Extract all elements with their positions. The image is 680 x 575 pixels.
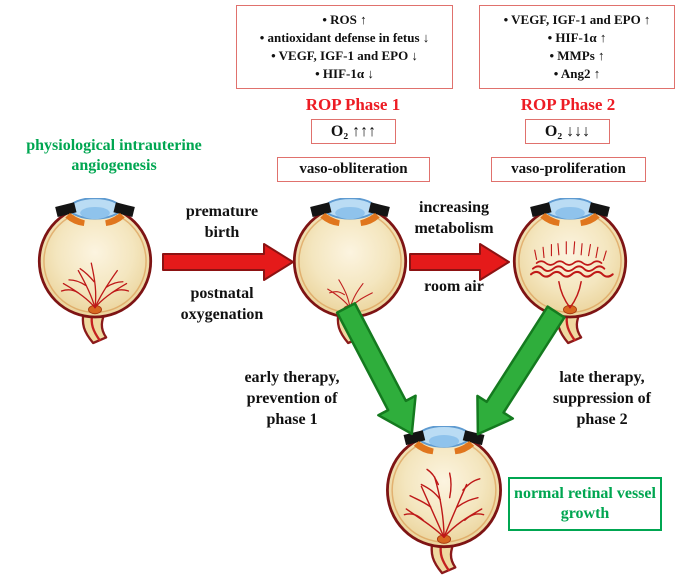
intrauterine-angiogenesis-label: physiological intrauterine angiogenesis — [26, 137, 202, 174]
eye-intrauterine-illustration — [37, 198, 153, 345]
eye-vaso-proliferation-illustration — [512, 198, 628, 345]
oxygen-high-box: O₂ ↑↑↑ — [311, 119, 396, 144]
oxygen-low-box: O₂ ↓↓↓ — [525, 119, 610, 144]
rop-phase1-heading: ROP Phase 1 — [305, 95, 401, 114]
factor-item: MMPs ↑ — [483, 47, 671, 65]
red-arrow-room-air-icon — [409, 243, 510, 281]
phase2-factors-box: VEGF, IGF-1 and EPO ↑ HIF-1α ↑ MMPs ↑ An… — [479, 5, 675, 89]
factor-item: HIF-1α ↑ — [483, 29, 671, 47]
factor-item: antioxidant defense in fetus ↓ — [240, 29, 449, 47]
rop-phase2-heading: ROP Phase 2 — [520, 95, 616, 114]
factor-item: VEGF, IGF-1 and EPO ↓ — [240, 47, 449, 65]
normal-vessel-growth-box: normal retinal vessel growth — [508, 477, 662, 531]
room-air-label: room air — [424, 278, 484, 295]
red-arrow-premature-birth-icon — [162, 243, 294, 281]
phase1-factors-box: ROS ↑ antioxidant defense in fetus ↓ VEG… — [236, 5, 453, 89]
vaso-obliteration-box: vaso-obliteration — [277, 157, 430, 182]
late-therapy-label: late therapy, suppression of phase 2 — [553, 369, 651, 428]
factor-item: Ang2 ↑ — [483, 65, 671, 83]
increasing-metabolism-label: increasing metabolism — [414, 199, 494, 237]
factor-item: VEGF, IGF-1 and EPO ↑ — [483, 11, 671, 29]
vaso-proliferation-box: vaso-proliferation — [491, 157, 646, 182]
premature-birth-label: premature birth — [185, 203, 259, 241]
postnatal-oxygenation-label: postnatal oxygenation — [180, 285, 264, 323]
factor-item: ROS ↑ — [240, 11, 449, 29]
early-therapy-label: early therapy, prevention of phase 1 — [244, 369, 340, 428]
factor-item: HIF-1α ↓ — [240, 65, 449, 83]
eye-normal-growth-illustration — [386, 426, 502, 575]
